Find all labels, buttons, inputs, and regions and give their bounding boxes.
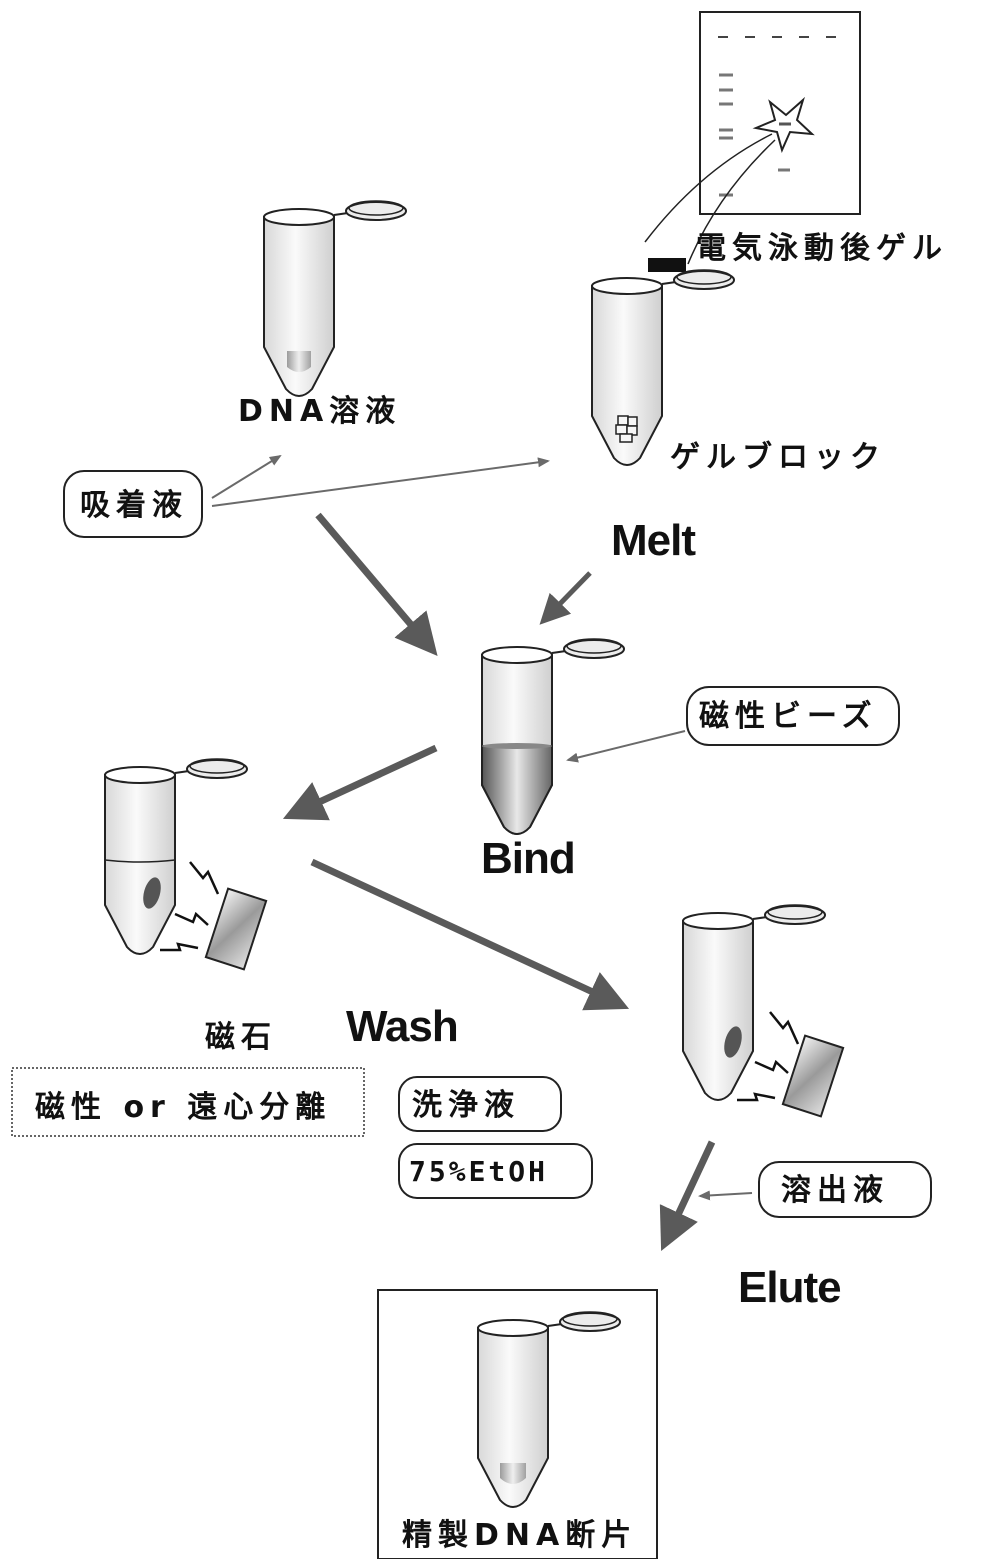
purified-dna-label: 精製DNA断片 bbox=[402, 1518, 637, 1553]
arrow-elution-solution bbox=[698, 1190, 753, 1201]
ethanol-label: 75%EtOH bbox=[409, 1155, 548, 1188]
magnet-label: 磁石 bbox=[205, 1020, 277, 1055]
arrow-adsorption-to-gel bbox=[211, 457, 550, 507]
step-bind: Bind bbox=[481, 834, 575, 883]
magnetic-field-lines bbox=[160, 861, 220, 952]
arrow-to-purified bbox=[659, 1140, 716, 1252]
arrow-melt-to-bind bbox=[539, 571, 592, 625]
purified-dna-tube bbox=[477, 1311, 621, 1508]
gel-block-label: ゲルブロック bbox=[670, 440, 886, 475]
magnetic-beads-label: 磁性ビーズ bbox=[699, 699, 878, 734]
gel-slice bbox=[648, 258, 686, 272]
wash-solution-label: 洗浄液 bbox=[412, 1088, 520, 1123]
adsorption-solution-label: 吸着液 bbox=[80, 488, 188, 523]
adsorption-solution-box bbox=[63, 470, 203, 538]
separation-method-box bbox=[11, 1067, 365, 1137]
separation-method-label: 磁性 or 遠心分離 bbox=[35, 1090, 331, 1125]
gel-pieces bbox=[615, 415, 638, 443]
arrow-bind-to-magnet bbox=[282, 744, 438, 821]
wash-tube bbox=[104, 758, 248, 955]
dna-solution-label: DNA溶液 bbox=[238, 394, 401, 429]
step-wash: Wash bbox=[346, 1002, 458, 1051]
wash-solution-box bbox=[398, 1076, 562, 1132]
bead-pellet bbox=[143, 877, 161, 909]
dna-solution-tube bbox=[263, 200, 407, 397]
ethanol-box bbox=[398, 1143, 593, 1199]
gel-block-tube bbox=[591, 269, 735, 466]
arrow-dna-to-bind bbox=[315, 512, 438, 657]
arrow-beads-to-bind bbox=[566, 730, 686, 763]
elute-tube bbox=[682, 904, 826, 1101]
elution-solution-box bbox=[758, 1161, 932, 1218]
bead-pellet bbox=[724, 1026, 742, 1058]
elution-solution-label: 溶出液 bbox=[781, 1173, 889, 1208]
arrow-adsorption-to-dna bbox=[211, 454, 282, 499]
bind-tube bbox=[481, 638, 625, 835]
gel-label: 電気泳動後ゲル bbox=[696, 231, 948, 266]
magnetic-beads-box bbox=[686, 686, 900, 746]
magnetic-field-lines bbox=[737, 1011, 800, 1102]
magnet-icon bbox=[781, 1034, 845, 1118]
magnet-icon bbox=[204, 887, 268, 971]
excision-line bbox=[687, 139, 776, 265]
step-elute: Elute bbox=[738, 1263, 841, 1312]
gel-image bbox=[644, 11, 861, 272]
arrow-bind-to-elute-tube bbox=[310, 858, 630, 1011]
excision-line bbox=[644, 133, 773, 243]
step-melt: Melt bbox=[611, 516, 696, 565]
